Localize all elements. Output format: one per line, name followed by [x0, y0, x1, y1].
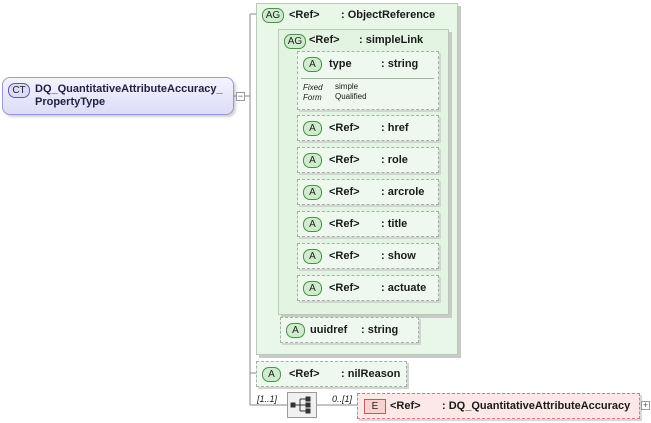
- attribute-type-value: : show: [381, 250, 416, 262]
- attribute-tag: A: [303, 217, 322, 232]
- fixed-value: simple: [335, 82, 359, 91]
- attribute-group-type: : ObjectReference: [341, 9, 436, 21]
- attribute-ref: <Ref>: [329, 218, 360, 230]
- divider: [301, 78, 434, 79]
- complex-type-tag: CT: [8, 83, 30, 98]
- attribute-type-value: : title: [381, 218, 408, 230]
- attribute-title[interactable]: A <Ref> : title: [297, 211, 439, 237]
- attribute-tag: A: [303, 281, 322, 296]
- attribute-ref: <Ref>: [329, 250, 360, 262]
- attribute-tag: A: [286, 323, 305, 338]
- attribute-type-value: : nilReason: [341, 368, 401, 380]
- attribute-group-tag: AG: [284, 34, 306, 49]
- attribute-ref: <Ref>: [329, 122, 360, 134]
- attribute-group-tag: AG: [262, 8, 284, 23]
- attribute-nilreason[interactable]: A <Ref> : nilReason: [256, 361, 407, 387]
- attribute-href[interactable]: A <Ref> : href: [297, 115, 439, 141]
- attribute-type[interactable]: A type : string Fixed simple Form Qualif…: [297, 51, 439, 110]
- element-cardinality: 0..[1]: [332, 394, 353, 404]
- expand-icon[interactable]: +: [641, 400, 650, 410]
- form-label: Form: [303, 93, 322, 102]
- attribute-type-value: : string: [361, 324, 399, 336]
- attribute-tag: A: [303, 121, 322, 136]
- attribute-tag: A: [303, 249, 322, 264]
- element-tag: E: [364, 399, 386, 414]
- sequence-cardinality: [1..1]: [257, 394, 278, 404]
- attribute-actuate[interactable]: A <Ref> : actuate: [297, 275, 439, 301]
- attribute-role[interactable]: A <Ref> : role: [297, 147, 439, 173]
- attribute-uuidref[interactable]: A uuidref : string: [280, 317, 419, 343]
- attribute-type-value: : actuate: [381, 282, 427, 294]
- attribute-ref: <Ref>: [289, 368, 320, 380]
- attribute-type-value: : string: [381, 58, 419, 70]
- element-type: : DQ_QuantitativeAttributeAccuracy: [442, 400, 631, 412]
- attribute-type-value: : role: [381, 154, 408, 166]
- attribute-group-ref: <Ref>: [309, 34, 340, 46]
- attribute-type-value: : arcrole: [381, 186, 425, 198]
- attribute-ref: <Ref>: [329, 282, 360, 294]
- attribute-tag: A: [262, 367, 281, 382]
- sequence-icon: [290, 396, 311, 414]
- form-value: Qualified: [335, 92, 367, 101]
- fixed-label: Fixed: [303, 83, 323, 92]
- complex-type-name: DQ_QuantitativeAttributeAccuracy_ Proper…: [35, 83, 223, 109]
- attribute-show[interactable]: A <Ref> : show: [297, 243, 439, 269]
- attribute-type-value: : href: [381, 122, 409, 134]
- element-ref: <Ref>: [390, 400, 421, 412]
- complex-type-name-line2: PropertyType: [35, 96, 106, 108]
- element-dq-quantitative-attribute-accuracy[interactable]: E <Ref> : DQ_QuantitativeAttributeAccura…: [357, 393, 640, 419]
- attribute-tag: A: [303, 57, 322, 72]
- attribute-name: uuidref: [310, 324, 348, 336]
- attribute-group-type: : simpleLink: [359, 34, 424, 46]
- complex-type-box[interactable]: CT DQ_QuantitativeAttributeAccuracy_ Pro…: [2, 77, 245, 115]
- collapse-icon[interactable]: −: [236, 91, 245, 101]
- attribute-name: type: [329, 58, 352, 70]
- attribute-ref: <Ref>: [329, 154, 360, 166]
- attribute-ref: <Ref>: [329, 186, 360, 198]
- complex-type-name-line1: DQ_QuantitativeAttributeAccuracy_: [35, 83, 223, 95]
- attribute-arcrole[interactable]: A <Ref> : arcrole: [297, 179, 439, 205]
- attribute-tag: A: [303, 185, 322, 200]
- sequence-compositor[interactable]: [287, 392, 317, 418]
- attribute-group-ref: <Ref>: [289, 9, 320, 21]
- attribute-tag: A: [303, 153, 322, 168]
